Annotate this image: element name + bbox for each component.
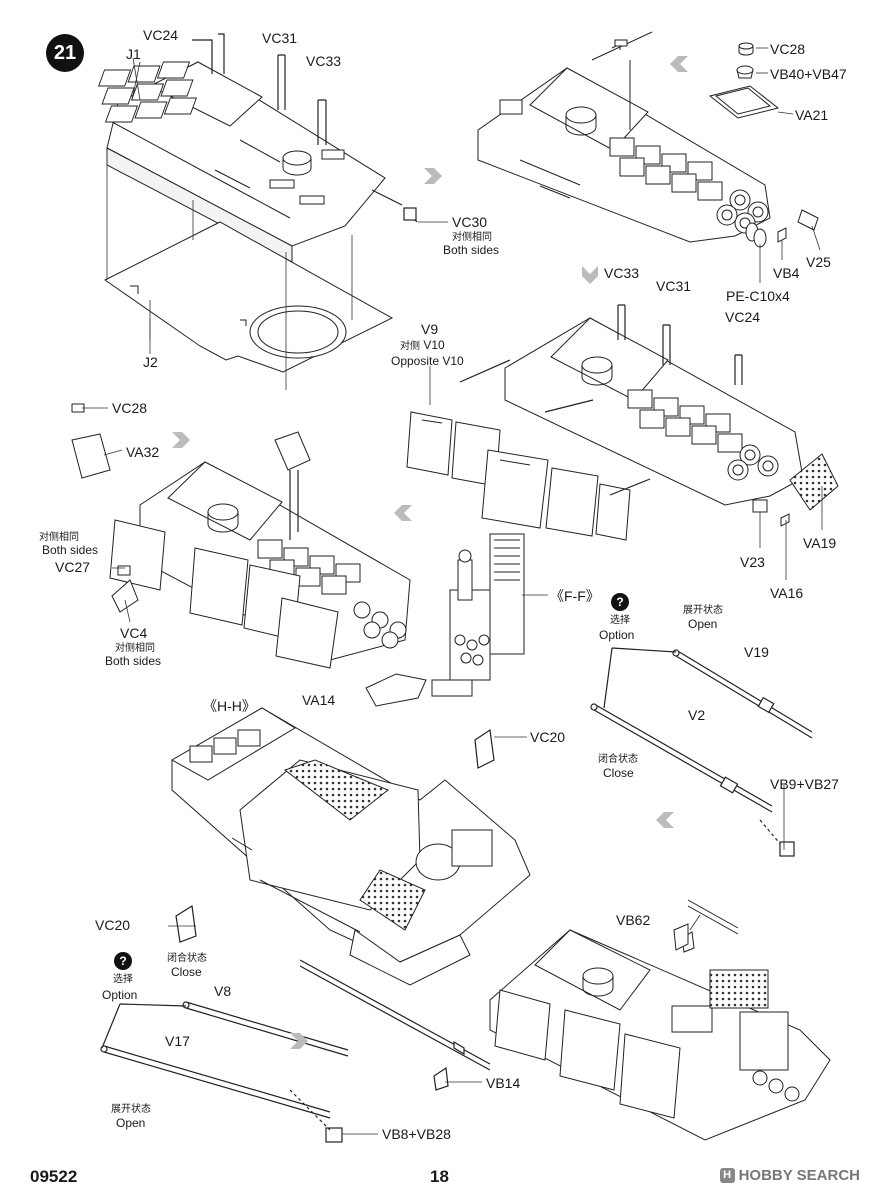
label-vb4: VB4 <box>773 265 800 281</box>
label-vc31: VC31 <box>262 30 298 46</box>
gun-barrels-right <box>474 647 813 857</box>
label-vc4-en: Both sides <box>105 654 162 668</box>
label-vc33: VC33 <box>306 53 342 69</box>
label-vc4-zh: 对侧相同 <box>115 643 155 654</box>
hobbysearch-logo-icon: H <box>719 1168 735 1183</box>
label-j1: J1 <box>126 46 141 62</box>
label-vb62: VB62 <box>616 912 651 928</box>
label-v23: V23 <box>740 554 765 570</box>
fig2-small-parts <box>591 31 780 130</box>
label-close2-en: Close <box>171 965 202 979</box>
label-vc30-zh: 对侧相同 <box>452 232 492 243</box>
hull-right-middle <box>504 317 839 527</box>
ff-detail-assembly <box>431 533 525 697</box>
label-vc31-b: VC31 <box>656 278 692 294</box>
label-vb40: VB40+VB47 <box>770 66 847 82</box>
label-option2-zh: 选择 <box>113 974 133 985</box>
label-va32: VA32 <box>126 444 160 460</box>
hull-left-middle <box>71 403 411 669</box>
label-vc27-zh: 对侧相同 <box>39 532 79 543</box>
watermark-text: HOBBY SEARCH <box>738 1167 860 1184</box>
label-va16: VA16 <box>770 585 804 601</box>
label-option2-en: Option <box>102 988 138 1002</box>
label-v2: V2 <box>688 707 706 723</box>
label-v17: V17 <box>165 1033 190 1049</box>
label-open2-en: Open <box>116 1116 146 1130</box>
hull-hh-center <box>170 707 531 986</box>
label-vc4: VC4 <box>120 625 148 641</box>
label-open1-zh: 展开状态 <box>683 605 723 616</box>
label-vc20-a: VC20 <box>530 729 566 745</box>
label-va19: VA19 <box>803 535 837 551</box>
label-v9-zh: 对侧 <box>400 341 420 352</box>
label-ff: 《F-F》 <box>550 588 600 604</box>
label-vc24: VC24 <box>143 27 179 43</box>
label-hh: 《H-H》 <box>203 698 256 714</box>
label-va14: VA14 <box>302 692 336 708</box>
label-v9-opposite: 对侧 V10 <box>400 338 445 352</box>
page-number: 18 <box>430 1167 449 1186</box>
hull-floor-j2 <box>104 221 394 373</box>
barrels-lower-left <box>100 904 491 1143</box>
fig3-arrows <box>617 304 743 385</box>
fig1-arrows <box>192 33 418 223</box>
label-open2-zh: 展开状态 <box>111 1104 151 1115</box>
label-v9-v10: V10 <box>423 338 445 352</box>
label-vb14: VB14 <box>486 1075 521 1091</box>
label-vc30-en: Both sides <box>443 243 500 257</box>
alignment-lines <box>106 61 353 390</box>
side-skirts-v9 <box>406 359 651 541</box>
option-icon-2: ? <box>114 952 132 970</box>
label-vc28-b: VC28 <box>112 400 148 416</box>
label-vc27: VC27 <box>55 559 91 575</box>
label-option1-en: Option <box>599 628 635 642</box>
label-vc24-b: VC24 <box>725 309 761 325</box>
step-number-badge: 21 <box>46 34 84 72</box>
label-v19: V19 <box>744 644 769 660</box>
label-v9-en: Opposite V10 <box>391 354 464 368</box>
label-vb8: VB8+VB28 <box>382 1126 451 1142</box>
label-vc28-a: VC28 <box>770 41 806 57</box>
label-vc20-b: VC20 <box>95 917 131 933</box>
label-open1-en: Open <box>688 617 718 631</box>
watermark: H HOBBY SEARCH <box>719 1167 860 1184</box>
step-arrows <box>172 56 688 1049</box>
option-icon: ? <box>611 593 629 611</box>
label-va21: VA21 <box>795 107 829 123</box>
label-close1-en: Close <box>603 766 634 780</box>
label-option1-zh: 选择 <box>610 615 630 626</box>
label-v9: V9 <box>421 321 439 337</box>
label-v8: V8 <box>214 983 232 999</box>
label-vc33-b: VC33 <box>604 265 640 281</box>
leader-lines <box>82 47 823 1135</box>
hull-bottom-right <box>489 899 831 1141</box>
label-v25: V25 <box>806 254 831 270</box>
label-close1-zh: 闭合状态 <box>598 754 638 765</box>
label-vc30: VC30 <box>452 214 488 230</box>
va14-part <box>365 673 427 707</box>
label-close2-zh: 闭合状态 <box>167 953 207 964</box>
label-pe: PE-C10x4 <box>726 288 790 304</box>
hull-top-j1 <box>98 61 386 263</box>
catalog-number: 09522 <box>30 1167 78 1186</box>
label-vc27-en: Both sides <box>42 543 99 557</box>
label-vb9: VB9+VB27 <box>770 776 839 792</box>
hull-upper-right <box>477 67 819 248</box>
label-j2: J2 <box>143 354 158 370</box>
